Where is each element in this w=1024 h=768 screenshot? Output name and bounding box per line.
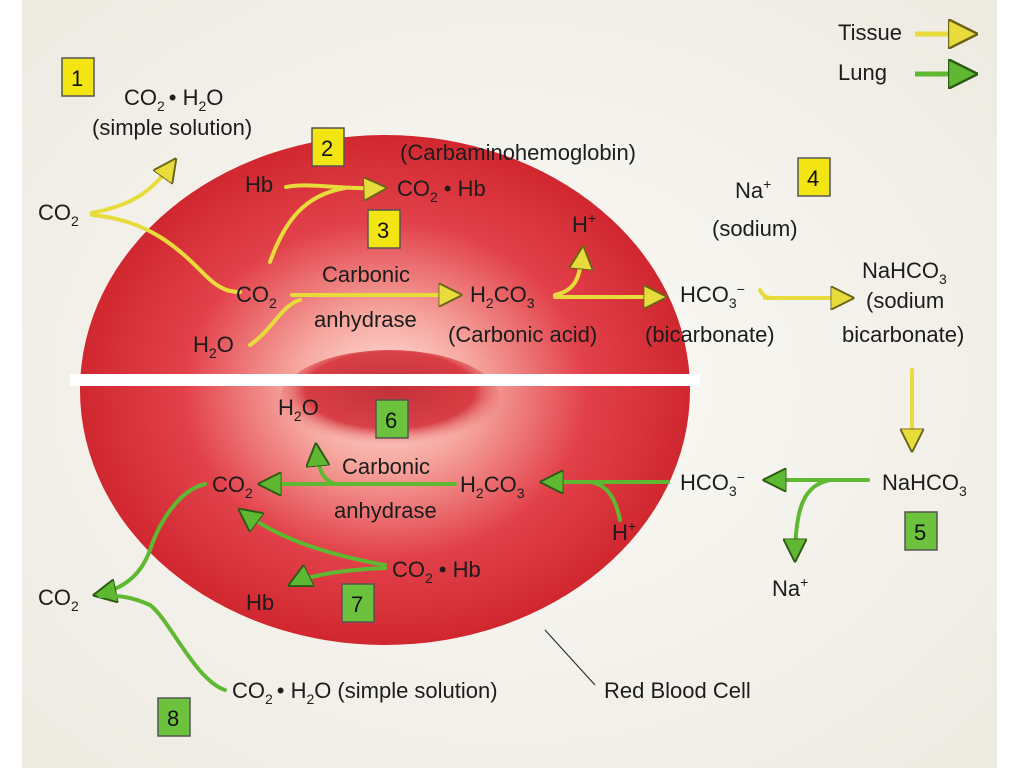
arrow-solution-out (98, 593, 227, 692)
arrow-h-plus-join (588, 480, 622, 522)
tissue-arrows (90, 160, 912, 450)
label-sodium: (sodium) (712, 216, 798, 241)
arrow-na-out (795, 478, 832, 560)
label-h-plus-bottom: H+ (612, 518, 636, 545)
label-bicarbonate-top: (bicarbonate) (645, 322, 775, 347)
tissue-labels: CO2• H2O (simple solution) CO2 (Carbamin… (38, 85, 964, 361)
badge-1 (61, 57, 95, 97)
badge-7-number: 7 (351, 592, 363, 617)
label-anhydrase-bottom: anhydrase (334, 498, 437, 523)
badge-1-number: 1 (71, 66, 83, 91)
badge-4-number: 4 (807, 166, 819, 191)
label-hb-bottom: Hb (246, 590, 274, 615)
label-sodium-paren: (sodium (866, 288, 944, 313)
badge-8-number: 8 (167, 706, 179, 731)
label-nahco3-bottom: NaHCO3 (882, 470, 967, 499)
label-co2-bottom: CO2 (212, 472, 253, 501)
badge-7 (341, 583, 375, 623)
arrow-co2-to-solution (90, 160, 175, 215)
legend: Tissue Lung (838, 20, 975, 85)
badge-6-number: 6 (385, 408, 397, 433)
rbc-pointer-line (544, 629, 596, 686)
label-h-plus-top: H+ (572, 210, 596, 237)
label-hco3-bottom: HCO3− (680, 469, 745, 499)
arrow-co2-into-cell (90, 213, 242, 294)
lung-labels: H2O Carbonic anhydrase CO2 H2CO3 H+ HCO3… (38, 395, 967, 707)
label-co2-hb: CO2• Hb (397, 176, 486, 205)
label-co2-outside-bottom: CO2 (38, 585, 79, 614)
arrow-to-h2o (316, 445, 337, 486)
arrow-co2-to-hb (268, 186, 347, 264)
badge-5 (904, 511, 938, 551)
badge-4 (797, 157, 831, 197)
badge-2 (311, 127, 345, 167)
label-anhydrase-top: anhydrase (314, 307, 417, 332)
badge-3-number: 3 (377, 218, 389, 243)
arrow-co2-out (95, 482, 207, 595)
arrow-hb-to-co2hb (284, 185, 385, 188)
legend-tissue-label: Tissue (838, 20, 902, 45)
label-h2co3-top: H2CO3 (470, 282, 535, 311)
label-h2co3-bottom: H2CO3 (460, 472, 525, 501)
label-co2-outside: CO2 (38, 200, 79, 229)
label-na-plus-bottom: Na+ (772, 574, 808, 601)
label-red-blood-cell: Red Blood Cell (604, 678, 751, 703)
label-na-plus-top: Na+ (735, 176, 771, 203)
badge-8 (157, 697, 191, 737)
cell-divider (70, 374, 700, 386)
label-carbonic-top: Carbonic (322, 262, 410, 287)
label-h2o-top: H2O (193, 332, 234, 361)
label-h2o-bottom: H2O (278, 395, 319, 424)
label-co2-inside: CO2 (236, 282, 277, 311)
label-sodium-bicarbonate: bicarbonate) (842, 322, 964, 347)
lung-arrows (95, 445, 870, 692)
step-badges: 1 2 3 4 5 6 7 8 (61, 57, 938, 737)
arrow-co2hb-to-co2 (240, 510, 387, 567)
badge-2-number: 2 (321, 136, 333, 161)
badge-5-number: 5 (914, 520, 926, 545)
label-hb: Hb (245, 172, 273, 197)
arrow-h2o-join (248, 298, 302, 347)
arrow-co2hb-to-hb (290, 568, 387, 585)
label-co2-h2o-simple: CO2• H2O (124, 85, 223, 114)
arrow-h-plus (553, 248, 583, 297)
label-co2-hb-bottom: CO2• Hb (392, 557, 481, 586)
label-hco3-top: HCO3− (680, 281, 745, 311)
badge-3 (367, 209, 401, 249)
badge-6 (375, 399, 409, 439)
legend-lung-label: Lung (838, 60, 887, 85)
label-carbaminohemoglobin: (Carbaminohemoglobin) (400, 140, 636, 165)
label-co2-h2o-bottom: CO2• H2O(simple solution) (232, 678, 498, 707)
label-carbonic-acid: (Carbonic acid) (448, 322, 597, 347)
label-simple-solution: (simple solution) (92, 115, 252, 140)
label-carbonic-bottom: Carbonic (342, 454, 430, 479)
label-nahco3-top: NaHCO3 (862, 258, 947, 287)
